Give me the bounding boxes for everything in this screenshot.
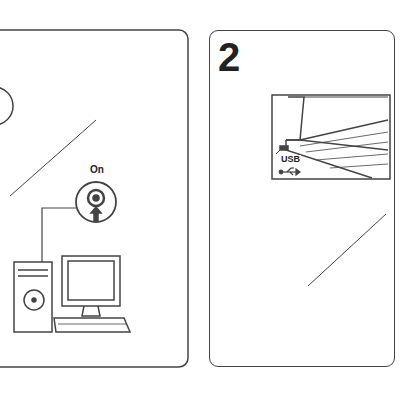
desktop-computer: [14, 256, 130, 332]
step-circle: [0, 87, 13, 125]
power-button-callout: [42, 182, 116, 262]
callout-label: On: [89, 165, 105, 175]
step-number: 2: [218, 37, 394, 77]
laptop-usb-inset: [272, 95, 390, 179]
slash-line: [308, 214, 386, 286]
step-panel: [0, 30, 188, 367]
port-label: USB: [280, 155, 301, 164]
slash-line: [10, 120, 96, 196]
step-panel: 2: [209, 30, 395, 367]
